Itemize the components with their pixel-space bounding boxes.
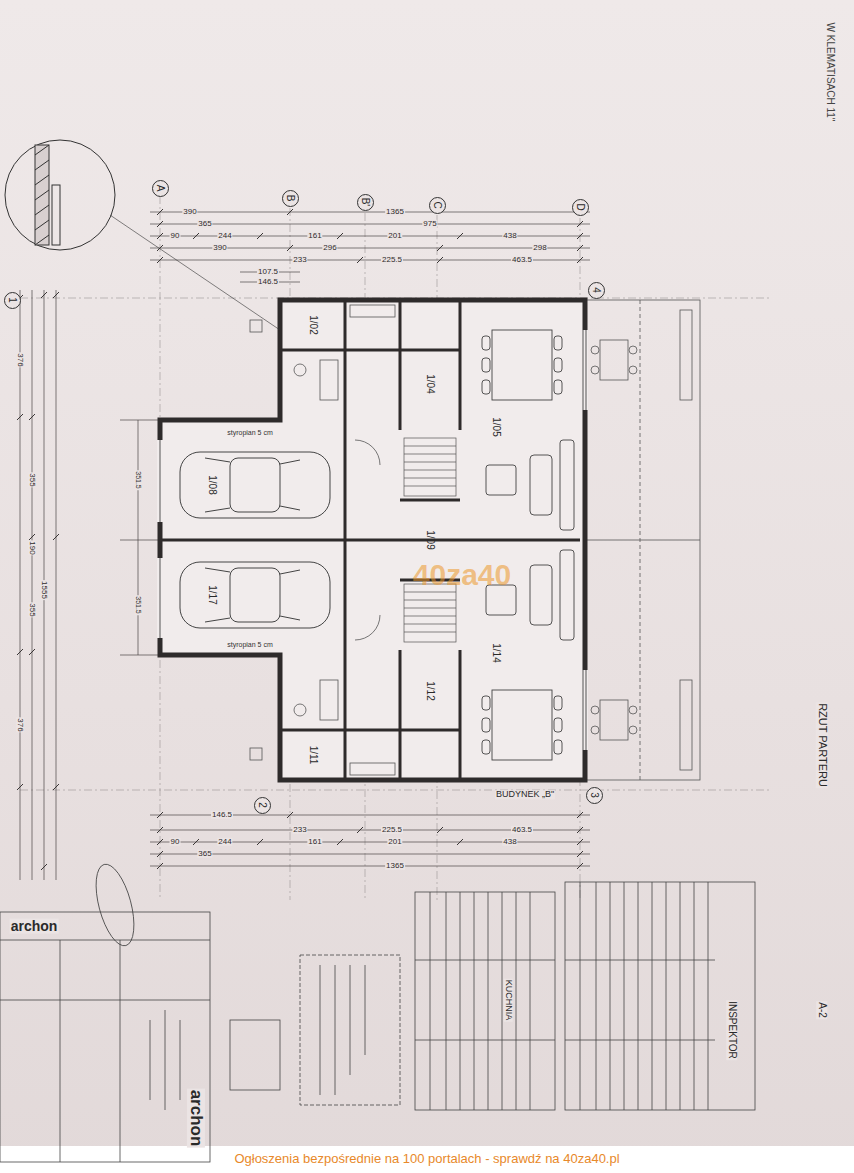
room-number: 1/17 <box>207 585 217 604</box>
dimension-value: 355 <box>28 472 36 487</box>
dimension-value: 1555 <box>40 580 48 600</box>
dimension-value: 296 <box>322 244 337 252</box>
dimension-value: 190 <box>28 540 36 555</box>
axis-marker: 1 <box>4 292 21 309</box>
dimension-value: 233 <box>292 826 307 834</box>
dimension-value: 233 <box>292 256 307 264</box>
room-number: 1/11 <box>308 746 318 765</box>
dimension: 351.5 <box>134 470 141 490</box>
dimension-value: 1365 <box>385 862 405 870</box>
building-label: BUDYNEK „B" <box>495 790 555 799</box>
dimension-value: 90 <box>170 838 181 846</box>
room-number: 1/09 <box>425 530 435 549</box>
axis-letter: C <box>432 201 442 208</box>
wall-note: styropian 5 cm <box>226 641 274 648</box>
dimension-value: 1365 <box>385 208 405 216</box>
dimension-value: 390 <box>182 208 197 216</box>
dimension-value: 365 <box>197 220 212 228</box>
table-cell: KUCHNIA <box>503 979 512 1022</box>
room-number: 1/02 <box>308 315 318 334</box>
dimension-value: 146.5 <box>211 811 233 819</box>
axis-marker: B' <box>357 194 374 211</box>
dimension-value: 201 <box>387 232 402 240</box>
room-area: 1/11 <box>285 735 341 775</box>
room-number: 1/14 <box>491 643 501 662</box>
firm-logo: archon <box>187 1089 205 1148</box>
dimension-value: 463.5 <box>511 256 533 264</box>
dimension-value: 146.5 <box>257 278 279 286</box>
room-number: 1/08 <box>207 475 217 494</box>
wall-note: styropian 5 cm <box>226 429 274 436</box>
axis-marker: B <box>282 190 299 207</box>
watermark: 40za40 <box>412 559 512 591</box>
dimension-value: 201 <box>387 838 402 846</box>
axis-letter: 2 <box>257 802 267 808</box>
axis-marker: D <box>572 199 589 216</box>
dimension-value: 975 <box>422 220 437 228</box>
dimension-value: 376 <box>16 352 24 367</box>
firm-logo: archon <box>10 919 59 934</box>
axis-letter: B' <box>360 198 370 207</box>
axis-marker: 2 <box>254 797 271 814</box>
dimension-value: 390 <box>212 244 227 252</box>
room-area: 1/02 <box>285 304 341 346</box>
dimension-value: 225.5 <box>381 256 403 264</box>
axis-letter: B <box>285 195 295 202</box>
room-area: 1/05 <box>466 404 526 450</box>
dimension-value: 438 <box>502 838 517 846</box>
axis-letter: A <box>155 185 165 192</box>
axis-letter: 3 <box>589 792 599 798</box>
sheet-header: W KLEMATISACH 11" <box>825 22 836 123</box>
dimension-value: 355 <box>28 602 36 617</box>
axis-marker: 3 <box>586 787 603 804</box>
room-area: 1/12 <box>404 660 456 722</box>
axis-letter: 1 <box>7 297 17 303</box>
dimension-value: 438 <box>502 232 517 240</box>
room-area: 1/08 <box>195 470 229 500</box>
axis-marker: C <box>429 197 446 214</box>
dimension-value: 107.5 <box>257 268 279 276</box>
room-number: 1/04 <box>425 374 435 393</box>
room-number: 1/12 <box>425 681 435 700</box>
dimension-value: 90 <box>170 232 181 240</box>
axis-marker: 4 <box>588 282 605 299</box>
sheet-number: A-2 <box>817 1001 828 1019</box>
dimension-value: 376 <box>16 717 24 732</box>
dimension: 351.5 <box>134 595 141 615</box>
dimension-value: 244 <box>217 838 232 846</box>
dimension-value: 161 <box>307 232 322 240</box>
dimension-value: 244 <box>217 232 232 240</box>
axis-letter: D <box>575 203 585 210</box>
stamp-text: INSPEKTOR <box>727 1000 738 1060</box>
axis-marker: A <box>152 180 169 197</box>
dimension-value: 225.5 <box>381 826 403 834</box>
dimension-value: 463.5 <box>511 826 533 834</box>
room-area: 1/04 <box>404 354 456 414</box>
dimension-value: 298 <box>532 244 547 252</box>
ad-banner: Ogłoszenia bezpośrednie na 100 portalach… <box>233 1152 620 1166</box>
dimension-value: 365 <box>197 850 212 858</box>
drawing-title: RZUT PARTERU <box>816 702 828 788</box>
axis-letter: 4 <box>591 287 601 293</box>
dimension-value: 161 <box>307 838 322 846</box>
room-area: 1/17 <box>195 580 229 610</box>
room-area: 1/14 <box>466 630 526 676</box>
room-number: 1/05 <box>491 417 501 436</box>
